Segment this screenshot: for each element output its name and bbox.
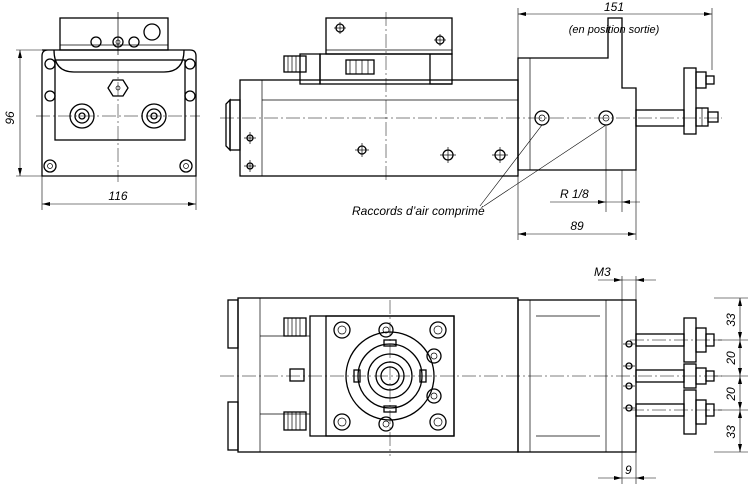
dim-pitch-mid-upper: 20: [724, 351, 738, 366]
side-view: 151 (en position sortie) R 1/8 89 Raccor…: [220, 0, 722, 240]
top-body: [237, 297, 519, 453]
front-view: 96 116: [3, 12, 200, 210]
screw-symbol: [128, 36, 140, 48]
dim-flange-thickness: 9: [625, 463, 632, 477]
bore-symbol: [143, 23, 161, 41]
head-block: [517, 17, 637, 171]
hex-nut-icon: [107, 79, 129, 97]
dim-front-height: 96: [3, 111, 17, 125]
dim-body-offset: 89: [570, 219, 584, 233]
front-body-recess: [53, 49, 185, 73]
dim-front-width: 116: [108, 189, 127, 203]
dim-stroke-note: (en position sortie): [569, 24, 660, 36]
side-top-block: [325, 17, 453, 55]
label-air-connections: Raccords d’air comprimé: [352, 204, 485, 218]
dim-pitch-top: 33: [724, 313, 738, 327]
end-cap: [227, 299, 239, 349]
dim-pitch-bottom: 33: [724, 425, 738, 439]
cylinder-body: [239, 79, 519, 177]
dim-thread-m: M3: [594, 265, 611, 279]
dim-pitch-mid-lower: 20: [724, 387, 738, 402]
end-cap: [227, 401, 239, 451]
screw-symbol: [90, 36, 102, 48]
dim-stroke-length: 151: [604, 0, 624, 14]
rod-flange: [683, 67, 697, 135]
end-cap: [229, 99, 241, 151]
dim-thread: R 1/8: [560, 187, 589, 201]
top-view: M3 9 33 20 20 33: [220, 265, 748, 484]
front-body: [41, 49, 197, 177]
